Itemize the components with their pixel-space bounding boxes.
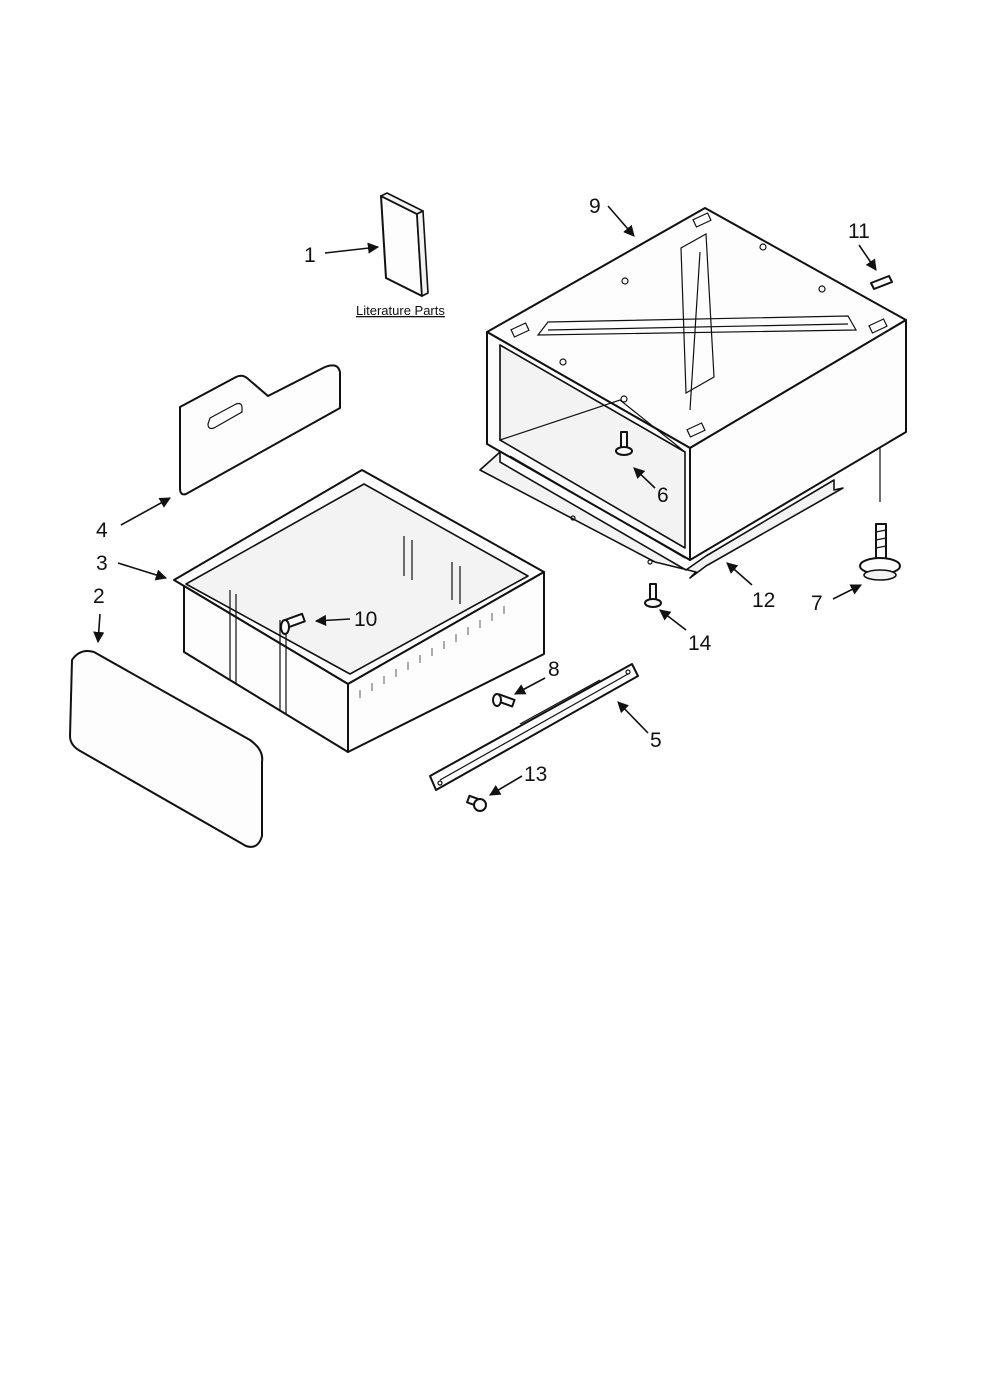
callout-14: 14 [688,632,712,655]
callout-7: 7 [811,592,823,615]
pedestal-cabinet [486,207,907,561]
screw-6 [615,431,633,456]
leader-arrows [93,205,877,796]
callout-12: 12 [752,589,775,612]
callout-11: 11 [848,220,870,243]
callout-10: 10 [354,608,377,631]
drawer-divider [179,364,341,496]
leveling-leg [859,448,901,581]
screw-10 [280,612,306,635]
literature-parts-caption: Literature Parts [356,303,445,318]
drawer-slide [429,663,639,791]
callout-8: 8 [548,658,560,681]
callout-2: 2 [93,585,105,608]
callout-1: 1 [304,244,316,267]
callout-6: 6 [657,484,669,507]
drawer-bin [173,469,545,753]
literature-booklet [380,192,429,297]
callout-3: 3 [96,552,108,575]
callout-5: 5 [650,729,662,752]
small-pad [870,275,893,290]
callout-9: 9 [589,195,601,218]
screw-8 [492,693,516,708]
screw-13 [466,794,487,812]
screw-14 [644,583,662,608]
callout-13: 13 [524,763,547,786]
callout-4: 4 [96,519,108,542]
base-plate [479,451,844,579]
drawer-front [69,650,264,848]
